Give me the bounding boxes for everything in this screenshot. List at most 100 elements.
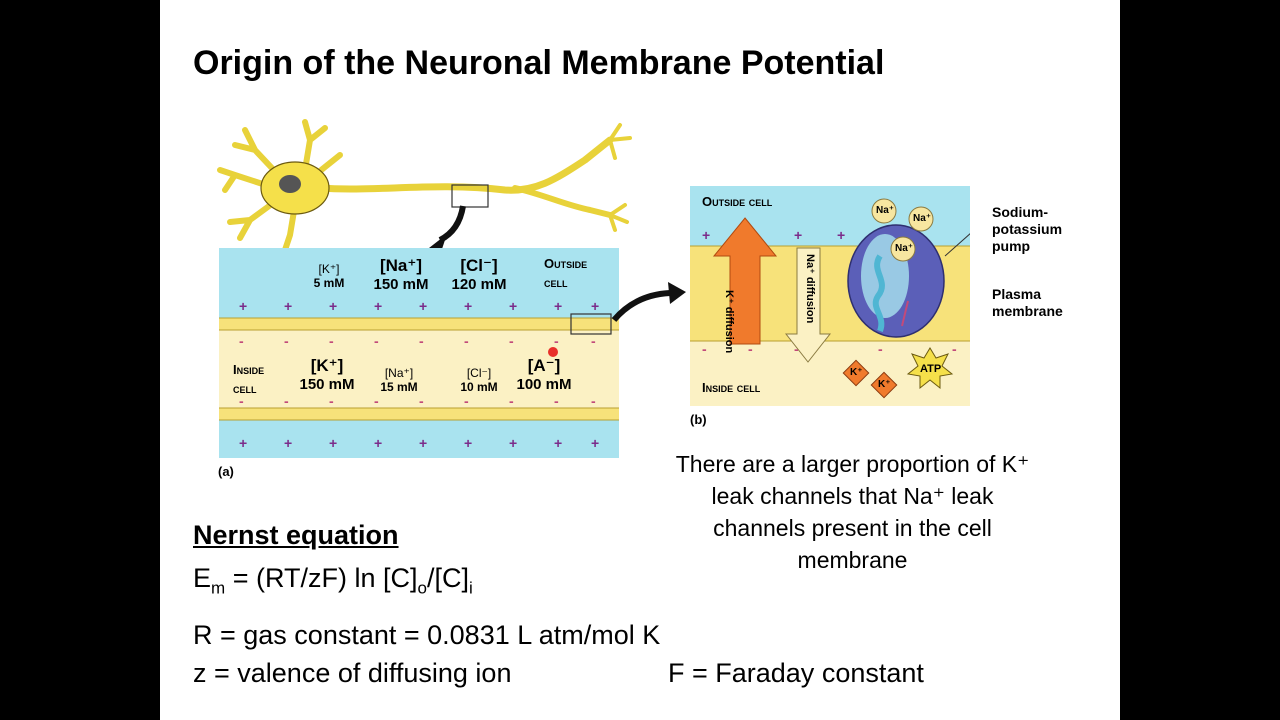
inside-a-conc: 100 mM	[516, 376, 572, 393]
f-definition: F = Faraday constant	[668, 658, 924, 688]
svg-text:-: -	[284, 333, 289, 349]
outside-k-ion: [K⁺] 5 mM	[312, 262, 346, 290]
k-diffusion-label: K⁺ diffusion	[723, 290, 735, 354]
na-ion-2: Na⁺	[913, 213, 932, 224]
atp-label: ATP	[920, 363, 942, 375]
svg-text:+: +	[554, 298, 562, 314]
svg-text:+: +	[419, 298, 427, 314]
outside-cl-ion: [Cl⁻] 120 mM	[444, 256, 514, 293]
svg-text:+: +	[794, 227, 802, 243]
svg-text:-: -	[239, 333, 244, 349]
svg-text:+: +	[591, 435, 599, 451]
svg-text:+: +	[702, 227, 710, 243]
inside-cl-ion: [Cl⁻] 10 mM	[454, 366, 504, 394]
z-definition: z = valence of diffusing ion	[193, 658, 512, 688]
inside-na-ion-label: [Na⁺]	[384, 366, 414, 380]
outside-na-conc: 150 mM	[373, 276, 429, 293]
inside-k-conc: 150 mM	[299, 376, 355, 393]
svg-text:+: +	[837, 227, 845, 243]
svg-text:+: +	[329, 435, 337, 451]
svg-text:+: +	[464, 298, 472, 314]
nernst-lhs: E	[193, 563, 212, 593]
svg-text:-: -	[748, 341, 753, 357]
svg-text:-: -	[509, 393, 514, 409]
svg-text:-: -	[329, 393, 334, 409]
svg-text:-: -	[554, 393, 559, 409]
outside-k-ion-label: [K⁺]	[318, 262, 340, 276]
outside-cell-label-line1: Outside	[544, 256, 588, 271]
membrane-label: Plasma membrane	[992, 286, 1063, 320]
inside-na-ion: [Na⁺] 15 mM	[374, 366, 424, 394]
slide: Origin of the Neuronal Membrane Potentia…	[160, 0, 1120, 720]
nernst-equation: Em = (RT/zF) ln [C]o/[C]i	[193, 563, 473, 598]
k-ion-1: K⁺	[850, 367, 863, 378]
panel-b-label: (b)	[690, 412, 707, 427]
svg-text:+: +	[509, 298, 517, 314]
inside-cell-label-b: Inside cell	[702, 380, 761, 395]
svg-text:-: -	[284, 393, 289, 409]
svg-text:-: -	[591, 393, 596, 409]
nernst-slash: /[C]	[426, 563, 469, 593]
panel-a-label: (a)	[218, 464, 234, 479]
na-ion-3: Na⁺	[895, 243, 914, 254]
outside-cell-label-b: Outside cell	[702, 194, 773, 209]
na-ion-1: Na⁺	[876, 205, 895, 216]
inside-k-ion-label: [K⁺]	[310, 356, 344, 375]
svg-text:-: -	[239, 393, 244, 409]
inside-cell-label-line1: Inside	[233, 362, 265, 377]
svg-text:+: +	[329, 298, 337, 314]
nucleus-shape	[279, 175, 301, 193]
svg-text:-: -	[509, 333, 514, 349]
outside-cell-label: Outside cell	[544, 254, 587, 292]
svg-text:-: -	[794, 341, 799, 357]
nernst-sub-o: o	[417, 578, 427, 598]
svg-text:+: +	[284, 435, 292, 451]
svg-text:-: -	[554, 333, 559, 349]
membrane-label-line2: membrane	[992, 303, 1063, 319]
svg-text:+: +	[591, 298, 599, 314]
svg-text:-: -	[591, 333, 596, 349]
svg-text:+: +	[554, 435, 562, 451]
r-definition: R = gas constant = 0.0831 L atm/mol K	[193, 620, 661, 650]
svg-text:-: -	[419, 333, 424, 349]
svg-text:-: -	[374, 393, 379, 409]
k-ion-2: K⁺	[878, 379, 891, 390]
membrane-diagram: +++++ -----	[690, 186, 970, 406]
outside-na-ion: [Na⁺] 150 mM	[366, 256, 436, 293]
svg-text:-: -	[702, 341, 707, 357]
inside-cell-label: Inside cell	[233, 360, 264, 398]
svg-text:+: +	[239, 298, 247, 314]
na-diffusion-label: Na⁺ diffusion	[804, 254, 816, 324]
svg-text:+: +	[374, 435, 382, 451]
pump-label: Sodium- potassium pump	[992, 204, 1062, 255]
slide-title: Origin of the Neuronal Membrane Potentia…	[193, 44, 885, 82]
svg-text:-: -	[878, 341, 883, 357]
nernst-lhs-sub: m	[211, 578, 226, 598]
svg-text:+: +	[509, 435, 517, 451]
panel-b: +++++ ----- Ou	[690, 186, 1090, 436]
outside-cl-conc: 120 mM	[451, 276, 507, 293]
neuron-illustration	[217, 119, 632, 253]
inside-cl-conc: 10 mM	[460, 380, 498, 394]
outside-k-conc: 5 mM	[313, 276, 345, 290]
inside-cl-ion-label: [Cl⁻]	[466, 366, 492, 380]
pump-label-line2: potassium	[992, 221, 1063, 237]
svg-text:-: -	[952, 341, 957, 357]
nernst-heading: Nernst equation	[193, 520, 399, 550]
svg-text:+: +	[374, 298, 382, 314]
svg-text:+: +	[419, 435, 427, 451]
panel-a: +++++++++ +++++++++ --------- --------- …	[160, 0, 640, 500]
outside-na-ion-label: [Na⁺]	[379, 256, 423, 275]
inside-a-ion-label: [A⁻]	[527, 356, 561, 375]
svg-text:+: +	[284, 298, 292, 314]
pump-label-line1: Sodium-	[992, 204, 1048, 220]
membrane-label-line1: Plasma	[992, 286, 1042, 302]
inside-cell-label-line2: cell	[233, 381, 257, 396]
zoom-connector-arrow	[611, 282, 686, 322]
pump-label-line3: pump	[992, 238, 1031, 254]
svg-text:-: -	[419, 393, 424, 409]
inside-k-ion: [K⁺] 150 mM	[294, 356, 360, 393]
nernst-sub-i: i	[468, 578, 473, 598]
svg-text:-: -	[374, 333, 379, 349]
svg-text:-: -	[464, 393, 469, 409]
